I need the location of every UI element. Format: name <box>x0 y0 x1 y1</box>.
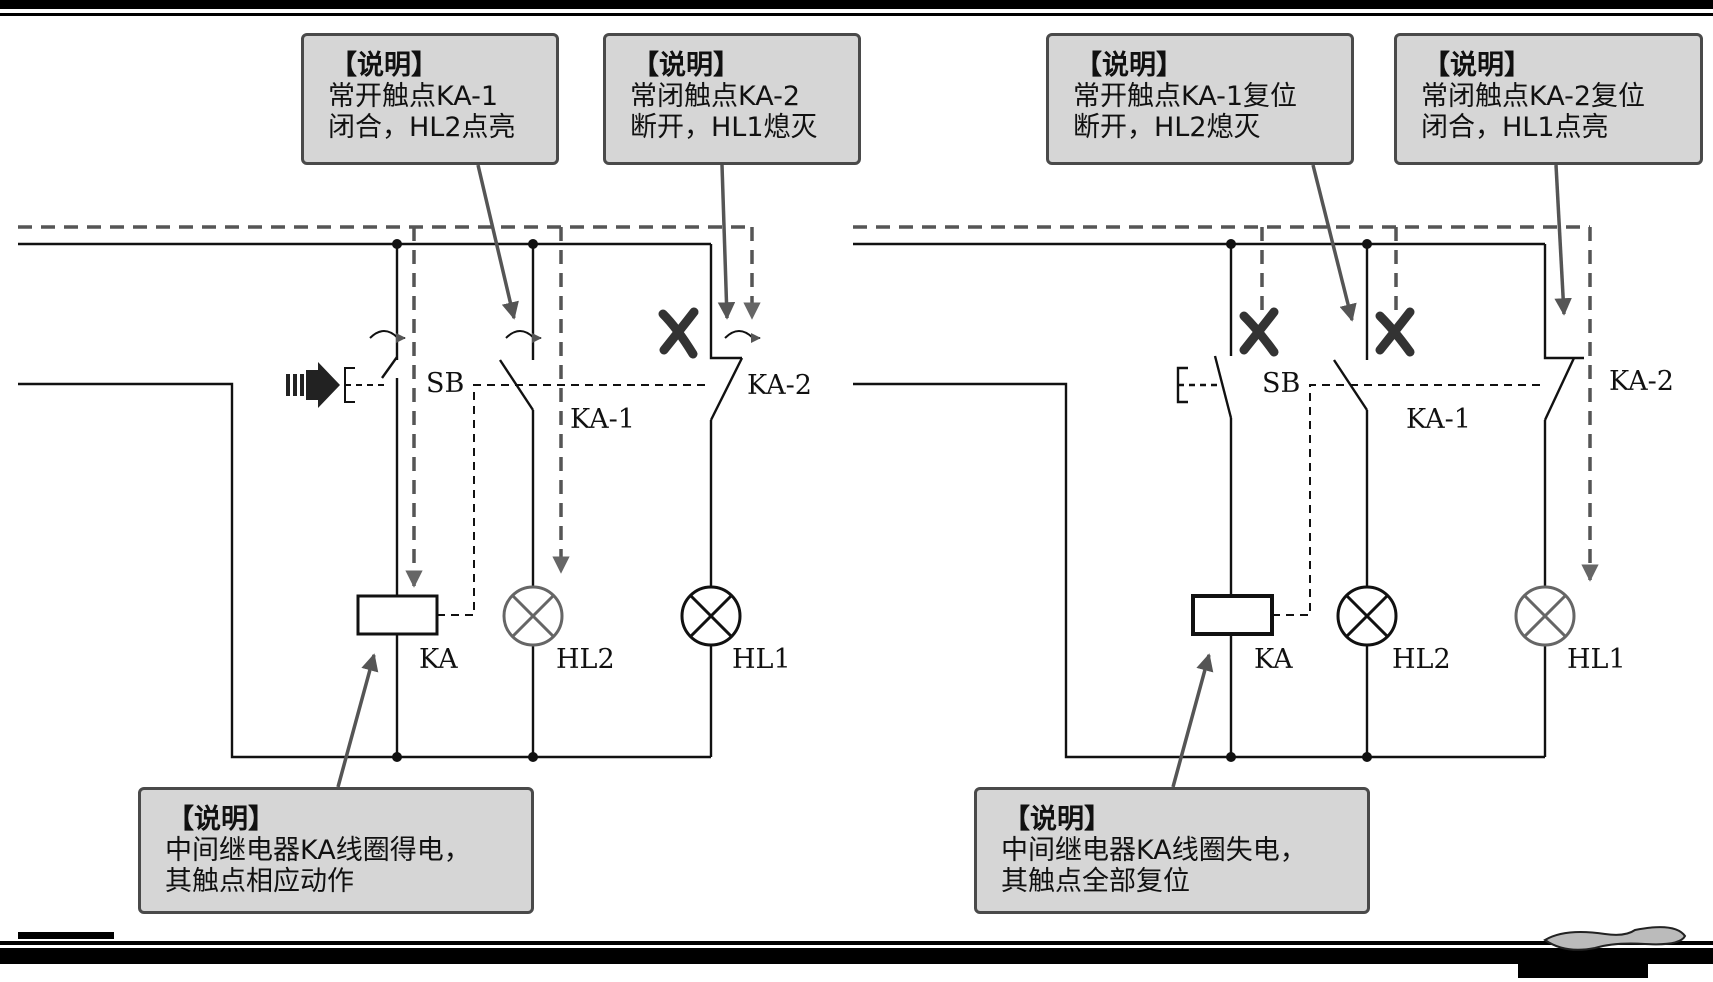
junction-dot <box>392 239 402 249</box>
left-ka2-arc <box>724 330 761 343</box>
pointer-ka1 <box>1311 164 1357 322</box>
note-title: 【说明】 <box>167 804 275 835</box>
note-line: 常闭触点KA-2 <box>630 81 801 112</box>
pointer-ka1 <box>476 164 519 320</box>
right-note-ka2: 【说明】 常闭触点KA-2复位 闭合，HL1点亮 <box>1394 33 1703 165</box>
right-note-ka1: 【说明】 常开触点KA-1复位 断开，HL2熄灭 <box>1046 33 1354 165</box>
left-ka1-arc <box>505 330 542 343</box>
note-title: 【说明】 <box>1003 804 1111 835</box>
bottom-frame-line <box>0 941 1713 945</box>
push-arrow-icon <box>286 362 340 408</box>
left-ka-coil <box>356 594 439 636</box>
left-pointer-arrows <box>336 164 736 788</box>
right-label-hl2: HL2 <box>1392 644 1451 675</box>
left-circuit <box>18 242 744 759</box>
contact-broken-icon <box>1375 307 1415 357</box>
note-title: 【说明】 <box>1423 50 1531 81</box>
junction-dot <box>1362 752 1372 762</box>
note-line: 中间继电器KA线圈得电， <box>165 835 471 866</box>
left-label-hl1: HL1 <box>732 644 791 675</box>
junction-dot <box>1226 239 1236 249</box>
left-note-coil: 【说明】 中间继电器KA线圈得电， 其触点相应动作 <box>138 787 534 914</box>
note-line: 断开，HL1熄灭 <box>630 112 818 143</box>
right-bottom-bus <box>853 382 1545 759</box>
junction-dot <box>528 239 538 249</box>
pointer-coil <box>336 653 379 788</box>
note-line: 常开触点KA-1 <box>328 81 499 112</box>
right-label-ka2: KA-2 <box>1609 366 1674 397</box>
pointer-ka2 <box>1554 164 1572 316</box>
right-pointer-arrows <box>1171 164 1572 788</box>
note-line: 常开触点KA-1复位 <box>1073 81 1298 112</box>
pointer-coil <box>1171 653 1214 788</box>
note-line: 其触点全部复位 <box>1001 866 1190 897</box>
right-sb-pushbutton <box>1176 366 1222 404</box>
right-mechanical-linkage <box>1272 384 1545 616</box>
left-mechanical-linkage <box>437 384 711 616</box>
bottom-frame-bar <box>0 948 1713 964</box>
right-current-flow <box>853 225 1599 582</box>
left-label-ka1: KA-1 <box>570 404 635 435</box>
junction-dot <box>392 752 402 762</box>
right-hl1-lamp <box>1514 585 1576 647</box>
note-line: 断开，HL2熄灭 <box>1073 112 1261 143</box>
right-label-ka: KA <box>1254 644 1293 675</box>
left-note-ka1: 【说明】 常开触点KA-1 闭合，HL2点亮 <box>301 33 559 165</box>
left-hl1-lamp <box>680 585 742 647</box>
note-line: 闭合，HL2点亮 <box>328 112 516 143</box>
bottom-left-mark <box>18 932 114 939</box>
top-frame-bar <box>0 0 1713 9</box>
left-sb-pushbutton <box>344 330 406 403</box>
bottom-right-brush-icon <box>1543 926 1687 951</box>
right-junctions <box>1226 239 1372 762</box>
left-bottom-bus <box>18 382 711 759</box>
contact-broken-icon <box>658 307 699 359</box>
junction-dot <box>1226 752 1236 762</box>
note-line: 常闭触点KA-2复位 <box>1421 81 1646 112</box>
left-label-ka2: KA-2 <box>747 370 812 401</box>
left-label-hl2: HL2 <box>556 644 615 675</box>
junction-dot <box>1362 239 1372 249</box>
top-frame-line <box>0 13 1713 16</box>
left-note-ka2: 【说明】 常闭触点KA-2 断开，HL1熄灭 <box>603 33 861 165</box>
left-current-flow <box>18 225 761 588</box>
note-line: 中间继电器KA线圈失电， <box>1001 835 1307 866</box>
right-label-hl1: HL1 <box>1567 644 1626 675</box>
right-sb-blade <box>1213 355 1233 419</box>
right-ka2-upper-wire <box>1543 244 1584 360</box>
right-hl2-lamp <box>1336 585 1398 647</box>
left-hl2-lamp <box>502 585 564 647</box>
right-label-ka1: KA-1 <box>1406 404 1471 435</box>
bottom-right-mark <box>1518 962 1648 978</box>
left-sb-blade <box>381 356 398 379</box>
left-label-sb: SB <box>426 368 465 399</box>
right-note-coil: 【说明】 中间继电器KA线圈失电， 其触点全部复位 <box>974 787 1370 914</box>
note-title: 【说明】 <box>1075 50 1183 81</box>
right-circuit <box>853 242 1584 759</box>
left-junctions <box>392 239 538 762</box>
right-ka2-blade-closed <box>1543 357 1576 421</box>
left-label-ka: KA <box>419 644 458 675</box>
contact-broken-icon <box>1239 307 1279 357</box>
note-title: 【说明】 <box>632 50 740 81</box>
contact-arc <box>369 330 399 339</box>
note-line: 其触点相应动作 <box>165 866 354 897</box>
right-label-sb: SB <box>1262 368 1301 399</box>
note-title: 【说明】 <box>330 50 438 81</box>
right-ka-coil <box>1191 594 1274 636</box>
note-line: 闭合，HL1点亮 <box>1421 112 1609 143</box>
left-ka2-upper-wire <box>709 244 742 360</box>
junction-dot <box>528 752 538 762</box>
left-ka2-blade-open <box>709 357 744 421</box>
pointer-ka2 <box>717 164 736 320</box>
